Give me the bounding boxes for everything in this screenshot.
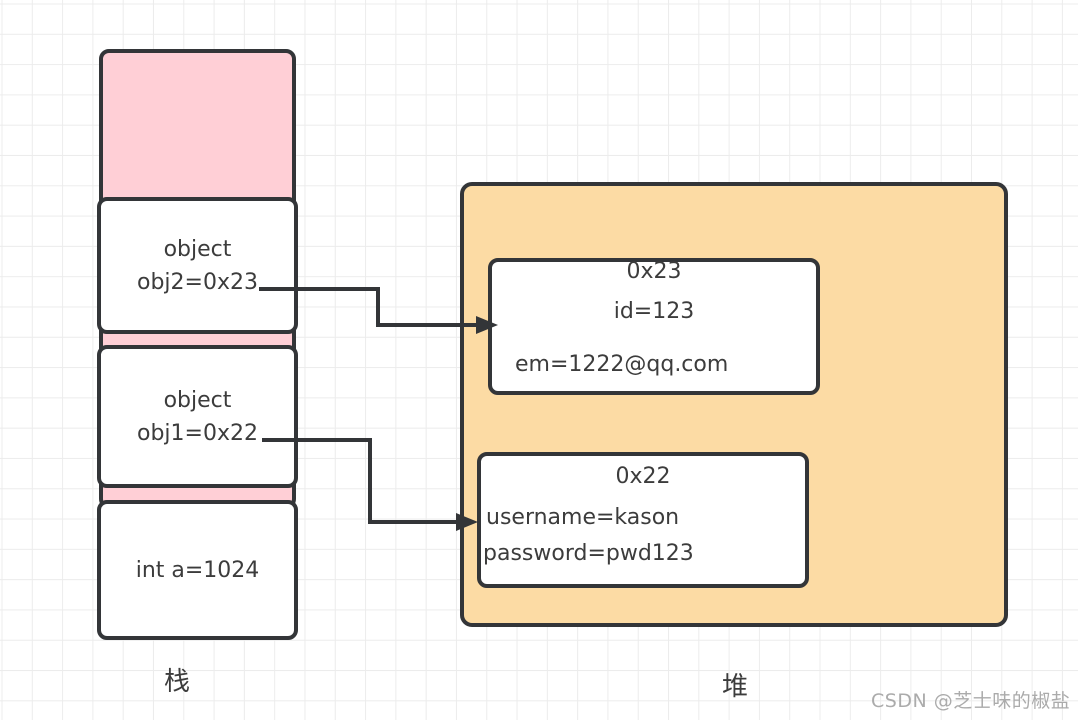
stack-frame-int-a-value: int a=1024 [135, 557, 260, 583]
stack-frame-obj2-value: obj2=0x23 [137, 269, 258, 295]
heap-object-0x22-field-username: username=kason [486, 505, 680, 530]
stack-frame-obj1-value: obj1=0x22 [137, 420, 258, 446]
csdn-watermark: CSDN @芝士味的椒盐 [871, 690, 1071, 712]
heap-object-0x23: 0x23 id=123 em=1222@qq.com [488, 258, 820, 395]
heap-object-0x22: 0x22 username=kason password=pwd123 [477, 452, 809, 588]
stack-frame-int-a: int a=1024 [97, 500, 298, 640]
heap-object-0x23-field-id: id=123 [613, 299, 695, 324]
stack-frame-obj1: object obj1=0x22 [97, 345, 298, 488]
stack-frame-obj2: object obj2=0x23 [97, 197, 298, 334]
stack-frame-obj1-type: object [163, 387, 232, 413]
heap-object-0x22-field-password: password=pwd123 [483, 541, 694, 566]
stack-frame-obj2-type: object [163, 236, 232, 262]
heap-label: 堆 [722, 672, 749, 702]
heap-object-0x23-address: 0x23 [626, 259, 682, 284]
stack-label: 栈 [164, 667, 191, 697]
heap-object-0x22-address: 0x22 [615, 464, 671, 489]
heap-object-0x23-field-em: em=1222@qq.com [515, 352, 729, 377]
